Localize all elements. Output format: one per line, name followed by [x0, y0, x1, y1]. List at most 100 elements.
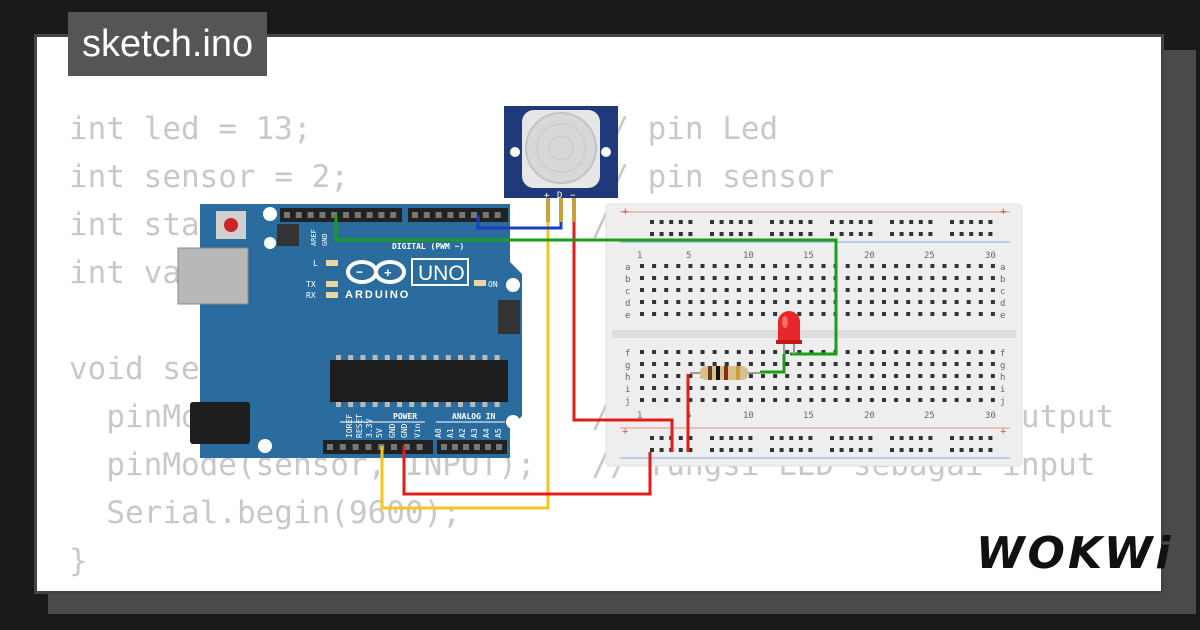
analog-header-label: ANALOG IN — [452, 412, 496, 421]
breadboard-hole — [950, 448, 954, 452]
power-pin-label: 5V — [375, 428, 384, 438]
breadboard-hole — [988, 220, 993, 224]
breadboard-hole — [809, 264, 814, 268]
breadboard-hole — [830, 436, 834, 440]
wokwi-logo: WOKWi — [976, 528, 1174, 579]
header-pin — [403, 444, 410, 450]
breadboard-hole — [785, 288, 790, 292]
digital-header-right — [408, 208, 508, 222]
chip-leg — [458, 402, 463, 407]
breadboard-hole — [797, 312, 802, 316]
breadboard-hole — [797, 276, 802, 280]
chip-leg — [384, 355, 390, 360]
wire-red-sensor[interactable] — [572, 222, 674, 452]
breadboard-hole — [773, 276, 778, 280]
breadboard-hole — [797, 362, 802, 366]
breadboard-hole — [809, 288, 814, 292]
wire-red-gnd[interactable] — [402, 446, 652, 496]
breadboard-hole — [966, 362, 971, 366]
breadboard-hole — [969, 220, 974, 224]
row-letter: b — [625, 275, 630, 285]
breadboard-hole — [664, 362, 669, 366]
chip-legs — [336, 355, 500, 407]
column-number: 25 — [924, 251, 935, 261]
breadboard-hole — [650, 232, 654, 236]
wire-green-pin13[interactable] — [334, 215, 838, 356]
breadboard-hole — [676, 288, 681, 292]
breadboard-hole — [868, 436, 873, 440]
pir-pin — [572, 198, 576, 222]
rail-plus-label: + — [1000, 206, 1006, 218]
led-rx-label: RX — [306, 291, 316, 300]
breadboard-hole — [738, 448, 743, 452]
breadboard-hole — [773, 288, 778, 292]
header-pin — [284, 212, 290, 218]
breadboard-hole — [978, 374, 983, 378]
breadboard-hole — [869, 288, 874, 292]
breadboard-hole — [797, 350, 802, 354]
breadboard-hole — [808, 232, 813, 236]
breadboard-hole — [950, 232, 954, 236]
breadboard-hole — [890, 448, 894, 452]
reset-button-cap[interactable] — [224, 218, 238, 232]
breadboard-hole — [688, 300, 693, 304]
breadboard-hole — [954, 312, 959, 316]
row-letter: d — [625, 299, 630, 309]
header-pin — [435, 212, 442, 218]
breadboard-hole — [882, 264, 886, 268]
breadboard-hole — [809, 312, 814, 316]
breadboard-hole — [990, 374, 995, 378]
breadboard-hole — [789, 436, 794, 440]
breadboard-hole — [640, 350, 644, 354]
header-pin — [494, 212, 501, 218]
breadboard-hole — [770, 220, 774, 224]
breadboard-hole — [868, 232, 873, 236]
breadboard-hole — [930, 386, 935, 390]
breadboard-hole — [712, 288, 717, 292]
wire-green-jumper[interactable] — [760, 354, 786, 374]
breadboard-hole — [761, 386, 765, 390]
row-letter: g — [625, 361, 630, 371]
breadboard-hole — [736, 312, 741, 316]
mounting-hole — [506, 278, 520, 292]
breadboard-hole — [748, 232, 753, 236]
rail-plus-label: + — [622, 426, 628, 438]
breadboard-hole — [966, 398, 971, 402]
header-pin — [485, 444, 491, 450]
breadboard-hole — [748, 362, 753, 366]
breadboard-hole — [839, 448, 844, 452]
column-number: 30 — [985, 411, 996, 421]
breadboard-hole — [748, 436, 753, 440]
breadboard-hole — [882, 312, 886, 316]
breadboard-hole — [688, 398, 693, 402]
breadboard-hole — [894, 386, 899, 390]
wire-yellow-5v[interactable] — [380, 222, 550, 510]
breadboard-hole — [789, 448, 794, 452]
breadboard-hole — [906, 300, 911, 304]
breadboard-hole — [830, 220, 834, 224]
header-pin — [307, 212, 314, 218]
pir-sensor[interactable]: + D − — [504, 106, 618, 222]
breadboard-hole — [724, 288, 729, 292]
red-led[interactable] — [776, 311, 802, 354]
breadboard-hole — [640, 288, 644, 292]
arduino-uno-board[interactable]: AREF GND DIGITAL (PWM ~) − + UNO ARDUINO… — [177, 204, 522, 458]
breadboard-hole — [906, 288, 911, 292]
resistor-band — [708, 366, 712, 380]
breadboard-hole — [785, 264, 790, 268]
wire-blue-gnd[interactable] — [476, 215, 563, 230]
breadboard-hole — [785, 374, 790, 378]
breadboard-hole — [724, 386, 729, 390]
breadboard-hole — [869, 386, 874, 390]
breadboard-hole — [700, 276, 705, 280]
breadboard-hole — [899, 220, 904, 224]
mounting-hole — [258, 439, 272, 453]
resistor[interactable] — [690, 366, 760, 380]
file-tab[interactable]: sketch.ino — [68, 12, 268, 76]
breadboard-hole — [770, 232, 774, 236]
chip-leg — [445, 355, 451, 360]
breadboard-hole — [978, 448, 983, 452]
led-highlight — [782, 316, 788, 328]
column-number: 20 — [864, 251, 875, 261]
breadboard-hole — [899, 448, 904, 452]
